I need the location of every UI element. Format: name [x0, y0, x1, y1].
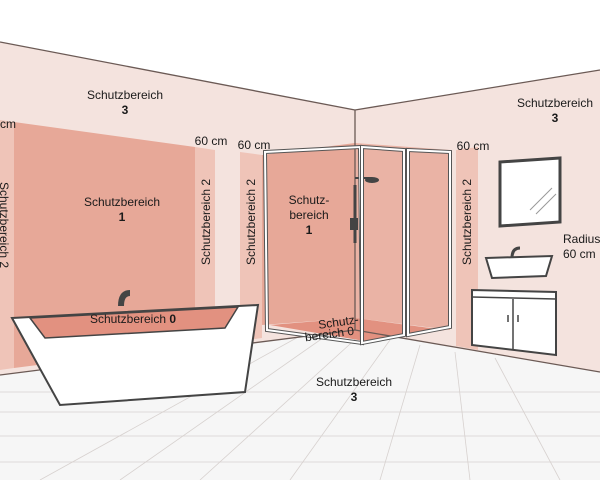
zone-1-shower-back-left	[262, 143, 355, 325]
zone-3-floor-name: Schutzbereich	[316, 375, 392, 389]
distance-left-edge: cm	[0, 117, 16, 131]
shower-enclosure	[262, 144, 452, 346]
zone-0-shower-line-2: bereich 0	[304, 324, 355, 345]
bathtub	[10, 290, 260, 407]
zone-2-shower-right-label: Schutzbereich 2	[460, 179, 474, 265]
zone-0-shower-line-1: Schutz-	[317, 312, 359, 332]
zone-1-shower-number: 1	[306, 223, 313, 237]
distance-tub: 60 cm	[195, 134, 228, 148]
zone-1-shower-line-2: bereich	[289, 208, 328, 222]
radius-line-2: 60 cm	[563, 247, 596, 261]
distance-shower-left: 60 cm	[238, 138, 271, 152]
zone-2-shower-left-label: Schutzbereich 2	[244, 179, 258, 265]
zone-2-tub-right-label: Schutzbereich 2	[199, 179, 213, 265]
zone-3-floor-number: 3	[351, 390, 358, 404]
zone-3-right-name: Schutzbereich	[517, 96, 593, 110]
zone-3-left-name: Schutzbereich	[87, 88, 163, 102]
zone-3-left-number: 3	[122, 103, 129, 117]
zone-1-wall-number: 1	[119, 210, 126, 224]
zone-2-left-edge-label: Schutzbereich 2	[0, 182, 11, 268]
mirror	[498, 156, 562, 228]
zone-2-tub-right	[195, 147, 215, 345]
zone-2-shower-left	[240, 152, 262, 341]
zone-1-wall-name: Schutzbereich	[84, 195, 160, 209]
zone-3-right-number: 3	[552, 111, 559, 125]
radius-line-1: Radius	[563, 232, 600, 246]
sink	[484, 246, 554, 280]
zone-1-shower-line-1: Schutz-	[289, 193, 330, 207]
cabinet	[471, 288, 557, 357]
shower-fixture	[350, 177, 379, 243]
labels: Schutzbereich 3 Schutzbereich 3 Schutzbe…	[0, 88, 600, 404]
zone-2-left-edge	[0, 120, 14, 370]
zone-1-tub-wall	[14, 122, 195, 368]
zone-0-tub-name: Schutzbereich 0	[90, 312, 176, 326]
distance-shower-right: 60 cm	[457, 139, 490, 153]
